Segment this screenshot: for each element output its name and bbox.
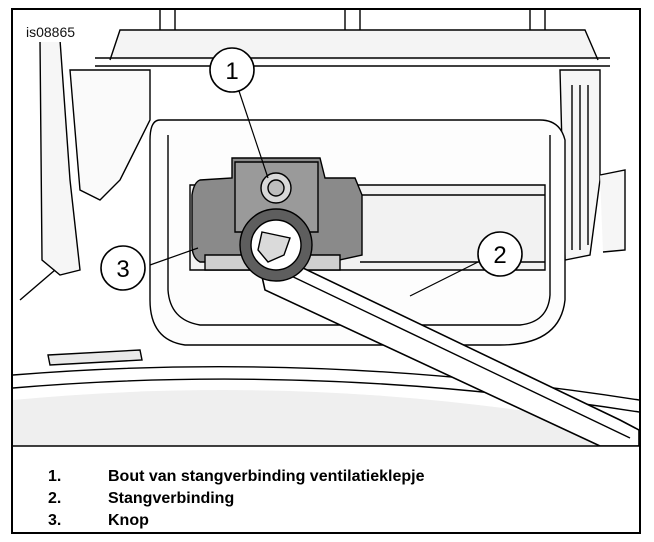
legend-list: 1. Bout van stangverbinding ventilatiekl… xyxy=(48,466,425,532)
callout-circle-2 xyxy=(477,231,523,277)
callout-1: 1 xyxy=(225,58,238,85)
callout-2: 2 xyxy=(493,242,506,269)
legend-number: 3. xyxy=(48,512,62,529)
legend-item: 1. Bout van stangverbinding ventilatiekl… xyxy=(48,466,425,488)
legend-number: 1. xyxy=(48,468,62,485)
legend-item: 2. Stangverbinding xyxy=(48,488,425,510)
legend-text: Knop xyxy=(108,512,149,529)
callout-circle-1 xyxy=(209,47,255,93)
legend-text: Bout van stangverbinding ventilatieklepj… xyxy=(108,468,425,485)
legend-item: 3. Knop xyxy=(48,510,425,532)
legend-number: 2. xyxy=(48,490,62,507)
figure-id-label: is08865 xyxy=(20,22,82,42)
callout-3: 3 xyxy=(116,256,129,283)
callout-circle-3 xyxy=(100,245,146,291)
legend-text: Stangverbinding xyxy=(108,490,235,507)
